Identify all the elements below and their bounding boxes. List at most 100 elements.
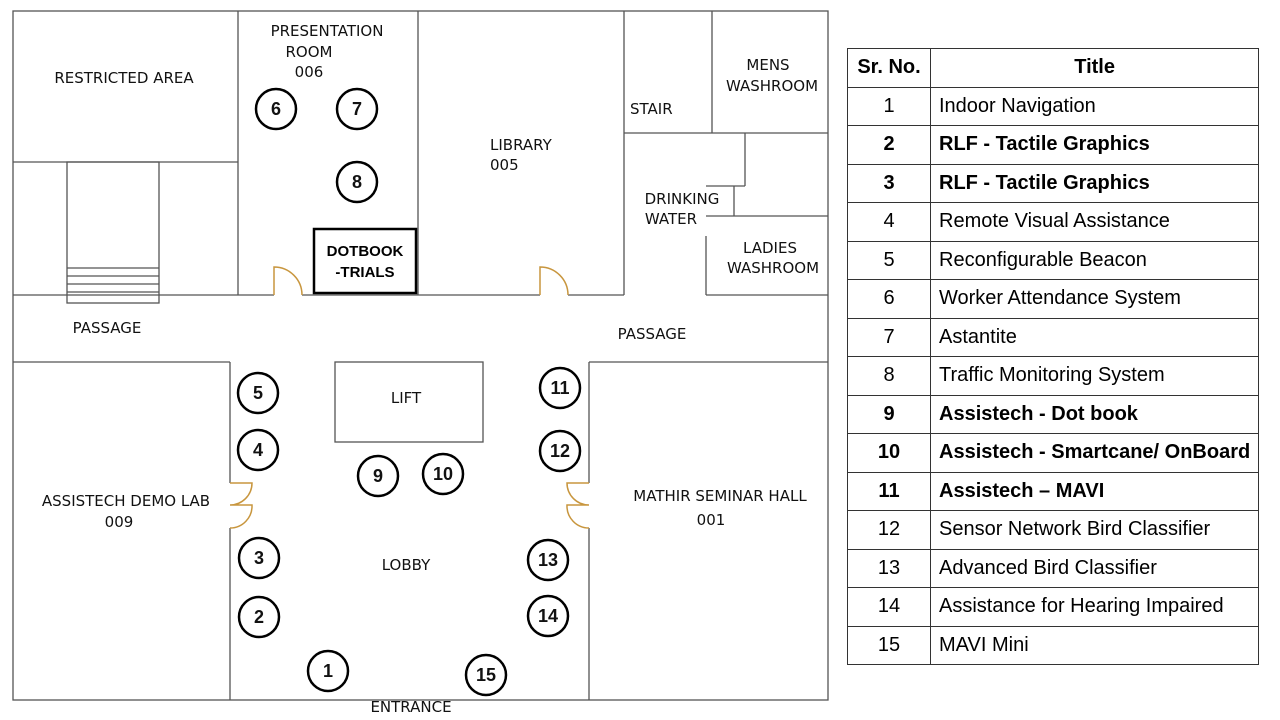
passage-right-label: PASSAGE <box>618 325 687 343</box>
legend-row-number: 3 <box>847 163 931 203</box>
legend-row-number: 8 <box>847 356 931 396</box>
walls <box>12 10 829 701</box>
marker-10: 10 <box>421 452 465 496</box>
marker-number: 3 <box>254 548 264 568</box>
marker-2: 2 <box>237 595 281 639</box>
restricted-area-label: RESTRICTED AREA <box>54 69 194 87</box>
marker-number: 4 <box>253 440 263 460</box>
marker-circle <box>538 429 582 473</box>
lift-label: LIFT <box>391 389 422 407</box>
presentation-room-number: 006 <box>295 63 324 81</box>
marker-number: 12 <box>550 441 570 461</box>
marker-circle <box>421 452 465 496</box>
marker-circle <box>538 366 582 410</box>
ladies-washroom-label: WASHROOM <box>727 259 819 277</box>
legend-row-title: Assistech - Dot book <box>929 394 1260 434</box>
marker-circle <box>335 160 379 204</box>
marker-6: 6 <box>254 87 298 131</box>
marker-15: 15 <box>464 653 508 697</box>
marker-circle <box>254 87 298 131</box>
mens-washroom-label: MENS <box>746 56 789 74</box>
library-label: LIBRARY <box>490 136 553 154</box>
passage-left-label: PASSAGE <box>73 319 142 337</box>
marker-12: 12 <box>538 429 582 473</box>
legend-row-number: 2 <box>847 125 931 165</box>
marker-circle <box>237 536 281 580</box>
marker-circle <box>236 371 280 415</box>
demo-lab-number: 009 <box>105 513 134 531</box>
dotbook-trials-box <box>312 227 418 295</box>
floor-plan: DOTBOOK -TRIALS RESTRICTED AREA PRESENTA… <box>12 10 829 716</box>
stair-label: STAIR <box>630 100 673 118</box>
marker-number: 7 <box>352 99 362 119</box>
dotbook-label-line1: DOTBOOK <box>327 243 404 260</box>
legend-row-number: 10 <box>847 433 931 473</box>
marker-number: 1 <box>323 661 333 681</box>
legend-row-number: 1 <box>847 86 931 126</box>
marker-number: 5 <box>253 383 263 403</box>
marker-circle <box>335 87 379 131</box>
lobby-label: LOBBY <box>382 556 431 574</box>
marker-number: 11 <box>550 378 569 398</box>
seminar-hall-label: MATHIR SEMINAR HALL <box>633 487 807 505</box>
legend-row-title: Assistech - Smartcane/ OnBoard <box>929 433 1260 473</box>
marker-number: 9 <box>373 466 383 486</box>
header-title: Title <box>929 48 1260 88</box>
marker-number: 10 <box>433 464 453 484</box>
marker-9: 9 <box>356 454 400 498</box>
door-library <box>539 266 569 296</box>
legend-row-title: RLF - Tactile Graphics <box>929 163 1260 203</box>
marker-8: 8 <box>335 160 379 204</box>
door-seminar <box>566 482 590 529</box>
legend-row-title: Astantite <box>929 317 1260 357</box>
marker-circle <box>526 538 570 582</box>
marker-number: 8 <box>352 172 362 192</box>
legend-row-title: Traffic Monitoring System <box>929 356 1260 396</box>
presentation-room-label: ROOM <box>286 43 333 61</box>
door-demo-lab <box>229 482 253 529</box>
library-number: 005 <box>490 156 519 174</box>
entrance-label: ENTRANCE <box>370 698 451 716</box>
drinking-water-label: DRINKING <box>645 190 720 208</box>
marker-1: 1 <box>306 649 350 693</box>
marker-number: 13 <box>538 550 558 570</box>
marker-circle <box>526 594 570 638</box>
legend-row-number: 5 <box>847 240 931 280</box>
legend-row-number: 7 <box>847 317 931 357</box>
marker-3: 3 <box>237 536 281 580</box>
demo-lab-label: ASSISTECH DEMO LAB <box>42 492 210 510</box>
legend-row-number: 11 <box>847 471 931 511</box>
header-sr-no: Sr. No. <box>847 48 931 88</box>
marker-number: 6 <box>271 99 281 119</box>
legend-row-title: Indoor Navigation <box>929 86 1260 126</box>
legend-row-number: 6 <box>847 279 931 319</box>
marker-7: 7 <box>335 87 379 131</box>
doors <box>229 266 590 529</box>
seminar-hall-number: 001 <box>697 511 726 529</box>
drinking-water-label: WATER <box>645 210 697 228</box>
marker-circle <box>356 454 400 498</box>
legend-row-number: 4 <box>847 202 931 242</box>
marker-4: 4 <box>236 428 280 472</box>
legend-row-number: 15 <box>847 625 931 665</box>
marker-5: 5 <box>236 371 280 415</box>
legend-header-row: Sr. No. Title <box>847 48 1260 88</box>
legend-row-number: 13 <box>847 548 931 588</box>
legend-row-number: 14 <box>847 587 931 627</box>
